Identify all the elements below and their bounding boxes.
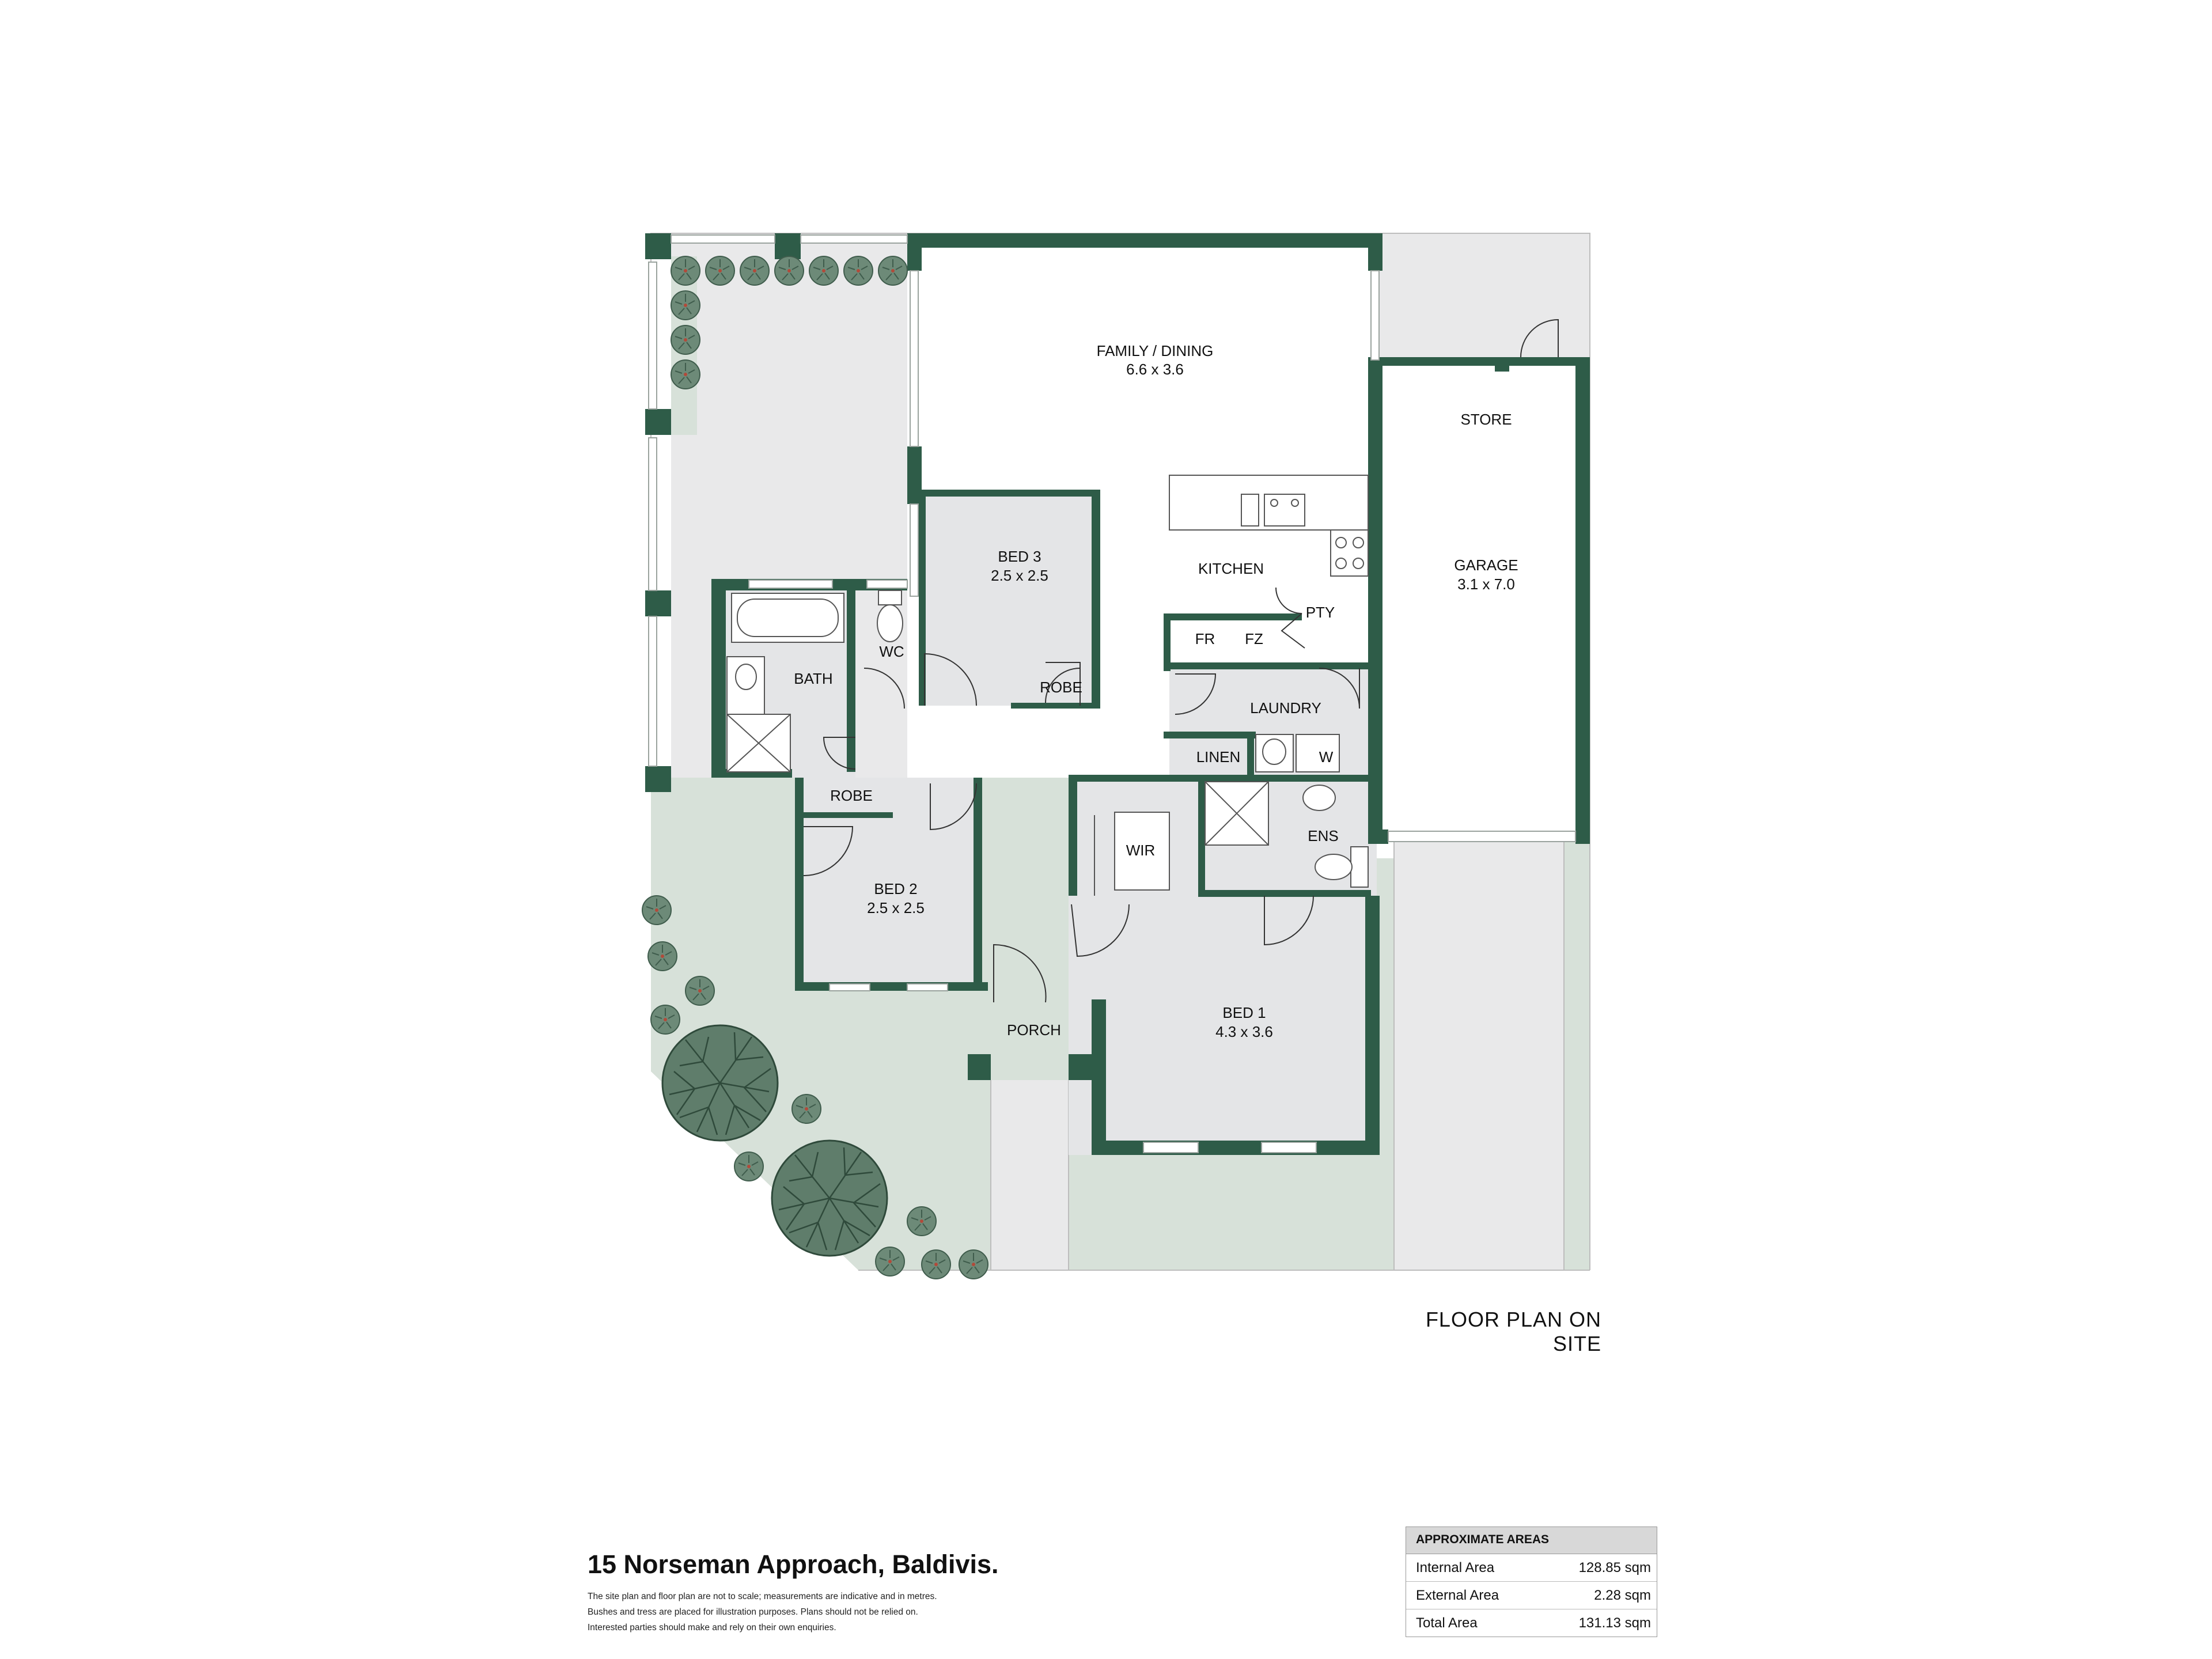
disclaimer-line: The site plan and floor plan are not to … xyxy=(588,1592,937,1601)
bath-label: BATH xyxy=(794,670,832,687)
pantry-label: PTY xyxy=(1306,604,1335,621)
disclaimer: The site plan and floor plan are not to … xyxy=(588,1589,1025,1635)
disclaimer-line: Bushes and tress are placed for illustra… xyxy=(588,1607,918,1617)
porch-label: PORCH xyxy=(1007,1021,1061,1039)
bed1-label: BED 1 xyxy=(1222,1004,1266,1021)
bed1-dims: 4.3 x 3.6 xyxy=(1215,1023,1273,1040)
garage-label: GARAGE xyxy=(1454,556,1518,574)
areas-row-external: External Area 2.28 sqm xyxy=(1406,1582,1657,1609)
wc-label: WC xyxy=(879,643,904,660)
washer-label: W xyxy=(1319,748,1334,766)
disclaimer-line: Interested parties should make and rely … xyxy=(588,1623,836,1633)
areas-row-internal: Internal Area 128.85 sqm xyxy=(1406,1554,1657,1582)
fixtures xyxy=(726,475,1369,896)
robe-bed3-label: ROBE xyxy=(1040,679,1082,696)
windows xyxy=(648,234,1576,1153)
bed2-label: BED 2 xyxy=(874,880,917,897)
freezer-label: FZ xyxy=(1245,630,1263,647)
property-address: 15 Norseman Approach, Baldivis. xyxy=(588,1550,999,1579)
bed2-dims: 2.5 x 2.5 xyxy=(867,899,925,916)
area-value: 131.13 sqm xyxy=(1578,1615,1651,1631)
doors xyxy=(803,319,1559,1003)
robe-bed2-label: ROBE xyxy=(830,787,873,804)
ensuite-label: ENS xyxy=(1308,827,1338,844)
floor-plan-caption: FLOOR PLAN ON SITE xyxy=(1425,1308,1601,1355)
walls xyxy=(645,233,1590,1155)
store-label: STORE xyxy=(1460,411,1512,428)
area-label: Total Area xyxy=(1416,1615,1478,1631)
garage-dims: 3.1 x 7.0 xyxy=(1457,575,1515,593)
area-label: External Area xyxy=(1416,1587,1499,1603)
kitchen-label: KITCHEN xyxy=(1198,560,1264,577)
areas-row-total: Total Area 131.13 sqm xyxy=(1406,1609,1657,1637)
area-value: 128.85 sqm xyxy=(1578,1559,1651,1575)
area-label: Internal Area xyxy=(1416,1559,1495,1575)
areas-table-title: APPROXIMATE AREAS xyxy=(1406,1527,1657,1554)
bed3-label: BED 3 xyxy=(998,548,1041,565)
family-dining-dims: 6.6 x 3.6 xyxy=(1126,361,1184,378)
linen-label: LINEN xyxy=(1196,748,1241,766)
fridge-label: FR xyxy=(1195,630,1215,647)
family-dining-label: FAMILY / DINING xyxy=(1097,342,1214,359)
approximate-areas-table: APPROXIMATE AREAS Internal Area 128.85 s… xyxy=(1406,1527,1657,1637)
wir-label: WIR xyxy=(1126,842,1156,859)
room-labels: FAMILY / DINING 6.6 x 3.6 BED 3 2.5 x 2.… xyxy=(794,342,1518,1040)
laundry-label: LAUNDRY xyxy=(1250,699,1321,717)
area-value: 2.28 sqm xyxy=(1594,1587,1651,1603)
bed3-dims: 2.5 x 2.5 xyxy=(991,567,1048,584)
